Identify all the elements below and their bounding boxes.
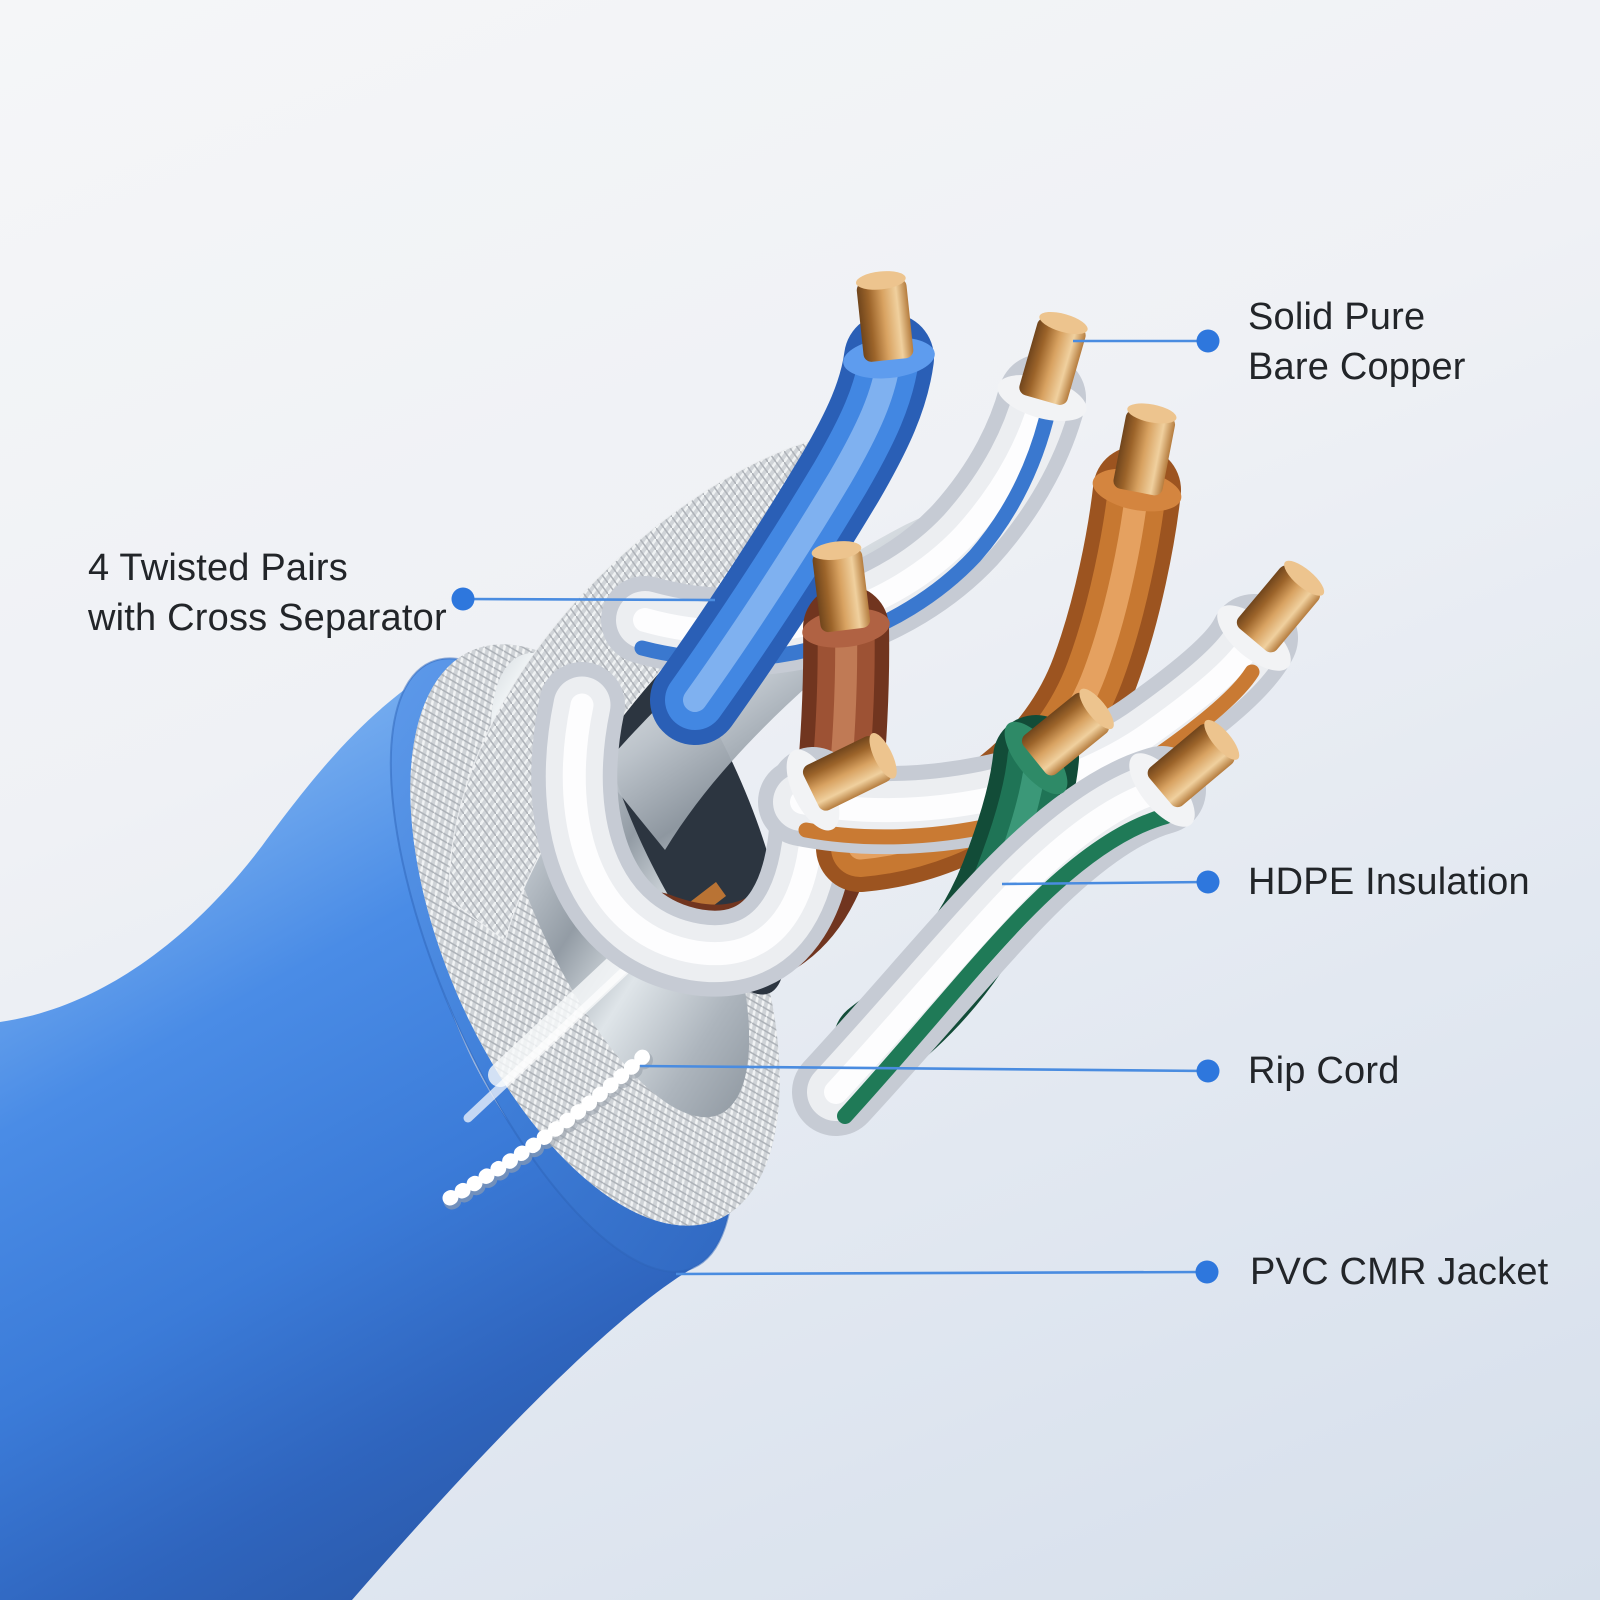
rip-cord [442, 1044, 659, 1210]
leader-dot-solid-copper [1196, 329, 1220, 353]
leader-dot-rip-cord [1196, 1059, 1220, 1083]
callout-pvc-cmr-jacket: PVC CMR Jacket [1250, 1247, 1548, 1297]
callout-text-line: with Cross Separator [88, 597, 447, 639]
leader-line-pvc-jacket [675, 1270, 1208, 1276]
copper-conductor-tips [786, 271, 1325, 831]
copper-tip-green [1004, 688, 1114, 795]
callout-rip-cord: Rip Cord [1248, 1046, 1400, 1096]
copper-tip-orange [1092, 403, 1182, 512]
callout-text-line: Solid Pure [1248, 296, 1426, 338]
callout-text-line: Rip Cord [1248, 1050, 1400, 1092]
leader-dot-pvc-jacket [1195, 1260, 1219, 1284]
leader-dot-twisted-pairs [451, 587, 475, 611]
copper-tip-blue [843, 271, 935, 379]
callout-leaders [451, 329, 1220, 1284]
wire-blue [650, 313, 934, 745]
copper-tip-brown [802, 541, 890, 648]
copper-tip-white-brown [786, 732, 897, 831]
copper-tip-white-blue [997, 311, 1088, 422]
callout-text-line: Bare Copper [1248, 346, 1466, 388]
callout-twisted-pairs: 4 Twisted Pairs with Cross Separator [88, 543, 447, 643]
copper-tip-white-green [1129, 719, 1240, 827]
wire-white-green [792, 746, 1206, 1136]
leader-line-rip-cord [639, 1064, 1209, 1073]
leader-line-twisted-pairs [462, 597, 716, 602]
leader-dot-hdpe [1196, 870, 1220, 894]
callout-solid-pure-bare-copper: Solid Pure Bare Copper [1248, 292, 1466, 392]
copper-tip-white-orange [1217, 560, 1325, 671]
callout-text-line: 4 Twisted Pairs [88, 547, 348, 589]
callout-text-line: HDPE Insulation [1248, 861, 1530, 903]
wire-white-brown [531, 662, 857, 997]
callout-hdpe-insulation: HDPE Insulation [1248, 857, 1530, 907]
leader-line-hdpe [1001, 880, 1209, 886]
callout-text-line: PVC CMR Jacket [1250, 1251, 1549, 1293]
